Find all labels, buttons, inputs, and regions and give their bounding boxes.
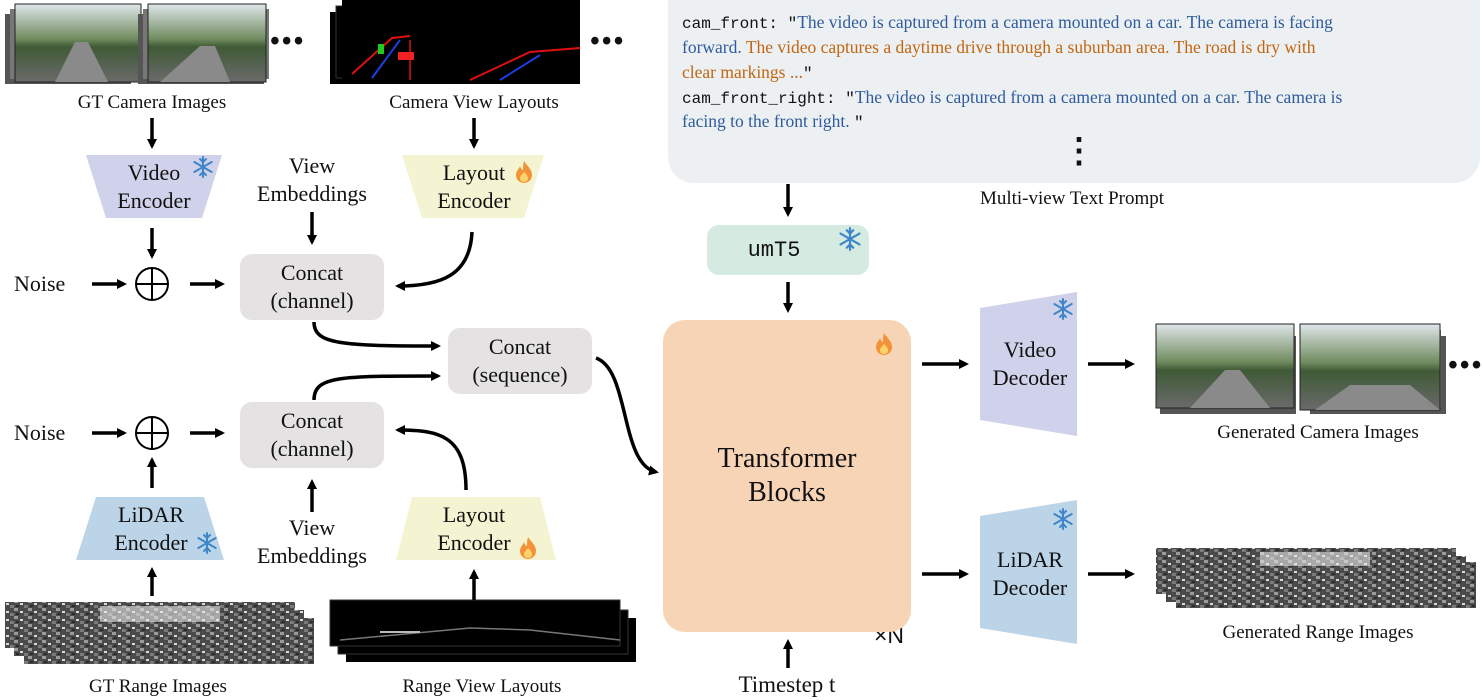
layout-encoder-top: Layout Encoder	[420, 158, 528, 216]
concat-channel-bottom: Concat (channel)	[240, 402, 384, 468]
encoder-label: LiDAR	[118, 502, 184, 527]
prompt-text: The video is captured from a camera moun…	[854, 87, 1343, 107]
snowflake-icon	[196, 532, 218, 559]
view-embeddings-line: Embeddings	[257, 543, 367, 568]
encoder-label: Encoder	[114, 530, 188, 555]
flame-icon	[518, 536, 538, 565]
noise-bottom-label: Noise	[14, 420, 66, 445]
generated-camera-images	[1155, 323, 1446, 414]
lidar-decoder-shape	[980, 500, 1077, 644]
encoder-label: Layout	[442, 160, 506, 185]
generated-range-images-caption: Generated Range Images	[1222, 622, 1414, 643]
prompt-quote: "	[803, 65, 813, 83]
flame-icon	[514, 160, 534, 189]
decoder-label: Decoder	[992, 575, 1068, 600]
encoder-label: Encoder	[437, 188, 511, 213]
snowflake-icon	[192, 156, 214, 183]
concat-channel-top: Concat (channel)	[240, 254, 384, 320]
transformer-blocks: Transformer Blocks	[663, 320, 911, 632]
block-label: Blocks	[748, 477, 826, 508]
prompt-text-highlight: The video captures a daytime drive throu…	[741, 37, 1316, 57]
prompt-line-1: cam_front: "The video is captured from a…	[682, 12, 1333, 33]
view-embeddings-line: View	[288, 153, 336, 178]
block-label: (channel)	[270, 288, 354, 313]
block-label: Concat	[280, 260, 344, 285]
video-encoder-shape	[86, 155, 222, 218]
prompt-key-cam-front: cam_front: "	[682, 15, 798, 33]
circle-plus-icon	[135, 416, 169, 450]
prompt-quote: "	[854, 114, 864, 132]
decoder-label: Video	[1003, 337, 1057, 362]
view-embeddings-line: View	[288, 515, 336, 540]
prompt-key-cam-front-right: cam_front_right: "	[682, 90, 855, 108]
snowflake-icon	[838, 227, 862, 256]
vertical-ellipsis: ⋮	[1062, 133, 1096, 170]
gt-range-images-caption: GT Range Images	[89, 676, 227, 697]
decoder-label: Decoder	[992, 365, 1068, 390]
prompt-line-3: clear markings ..."	[682, 62, 813, 83]
circle-plus-icon	[135, 267, 169, 301]
lidar-decoder: LiDAR Decoder	[980, 544, 1080, 604]
camera-view-layouts	[330, 0, 581, 84]
flow-arrows	[92, 118, 1135, 668]
ellipsis: •••	[590, 26, 626, 57]
camera-view-layouts-caption: Camera View Layouts	[389, 92, 559, 113]
prompt-text: facing to the front right.	[682, 111, 855, 131]
lidar-encoder-shape	[76, 497, 224, 560]
noise-top-label: Noise	[14, 271, 66, 296]
decoder-label: LiDAR	[997, 547, 1063, 572]
prompt-text: forward.	[682, 37, 742, 57]
layout-encoder-bottom-shape	[396, 497, 556, 560]
encoder-label: Encoder	[437, 530, 511, 555]
gt-camera-images	[5, 3, 269, 84]
snowflake-icon	[1052, 298, 1074, 325]
generated-camera-images-caption: Generated Camera Images	[1217, 422, 1419, 443]
encoder-label: Video	[127, 160, 181, 185]
block-label: (sequence)	[472, 362, 568, 387]
range-view-layouts-caption: Range View Layouts	[402, 676, 562, 697]
ellipsis: •••	[1448, 350, 1483, 381]
prompt-line-2: forward. The video captures a daytime dr…	[682, 37, 1316, 58]
block-label: Transformer	[717, 443, 857, 474]
view-embeddings-bottom: View Embeddings	[240, 514, 384, 570]
block-label: Concat	[280, 408, 344, 433]
video-encoder: Video Encoder	[100, 158, 208, 216]
range-view-layouts	[329, 599, 636, 662]
view-embeddings-line: Embeddings	[257, 181, 367, 206]
prompt-line-4: cam_front_right: "The video is captured …	[682, 87, 1342, 108]
flame-icon	[874, 332, 894, 361]
encoder-label: Encoder	[117, 188, 191, 213]
encoder-label: Layout	[442, 502, 506, 527]
text-prompt-panel	[668, 0, 1480, 183]
view-embeddings-top: View Embeddings	[240, 152, 384, 208]
layout-encoder-top-shape	[402, 155, 544, 218]
block-label: (channel)	[270, 436, 354, 461]
prompt-text-highlight: clear markings ...	[682, 62, 803, 82]
video-decoder: Video Decoder	[980, 334, 1080, 394]
concat-sequence: Concat (sequence)	[448, 328, 592, 394]
block-label: umT5	[747, 237, 801, 263]
gt-camera-images-caption: GT Camera Images	[77, 92, 227, 113]
generated-range-images	[1156, 548, 1476, 608]
video-decoder-shape	[980, 292, 1077, 436]
ellipsis: •••	[270, 26, 306, 57]
gt-range-images	[5, 602, 314, 664]
prompt-line-5: facing to the front right. "	[682, 111, 864, 132]
block-label: Concat	[488, 334, 552, 359]
layout-encoder-bottom: Layout Encoder	[420, 500, 528, 558]
lidar-encoder: LiDAR Encoder	[96, 500, 206, 558]
prompt-text: The video is captured from a camera moun…	[797, 12, 1333, 32]
snowflake-icon	[1052, 508, 1074, 535]
multiview-prompt-caption: Multi-view Text Prompt	[979, 188, 1165, 209]
timestep-label: Timestep t	[738, 672, 836, 697]
